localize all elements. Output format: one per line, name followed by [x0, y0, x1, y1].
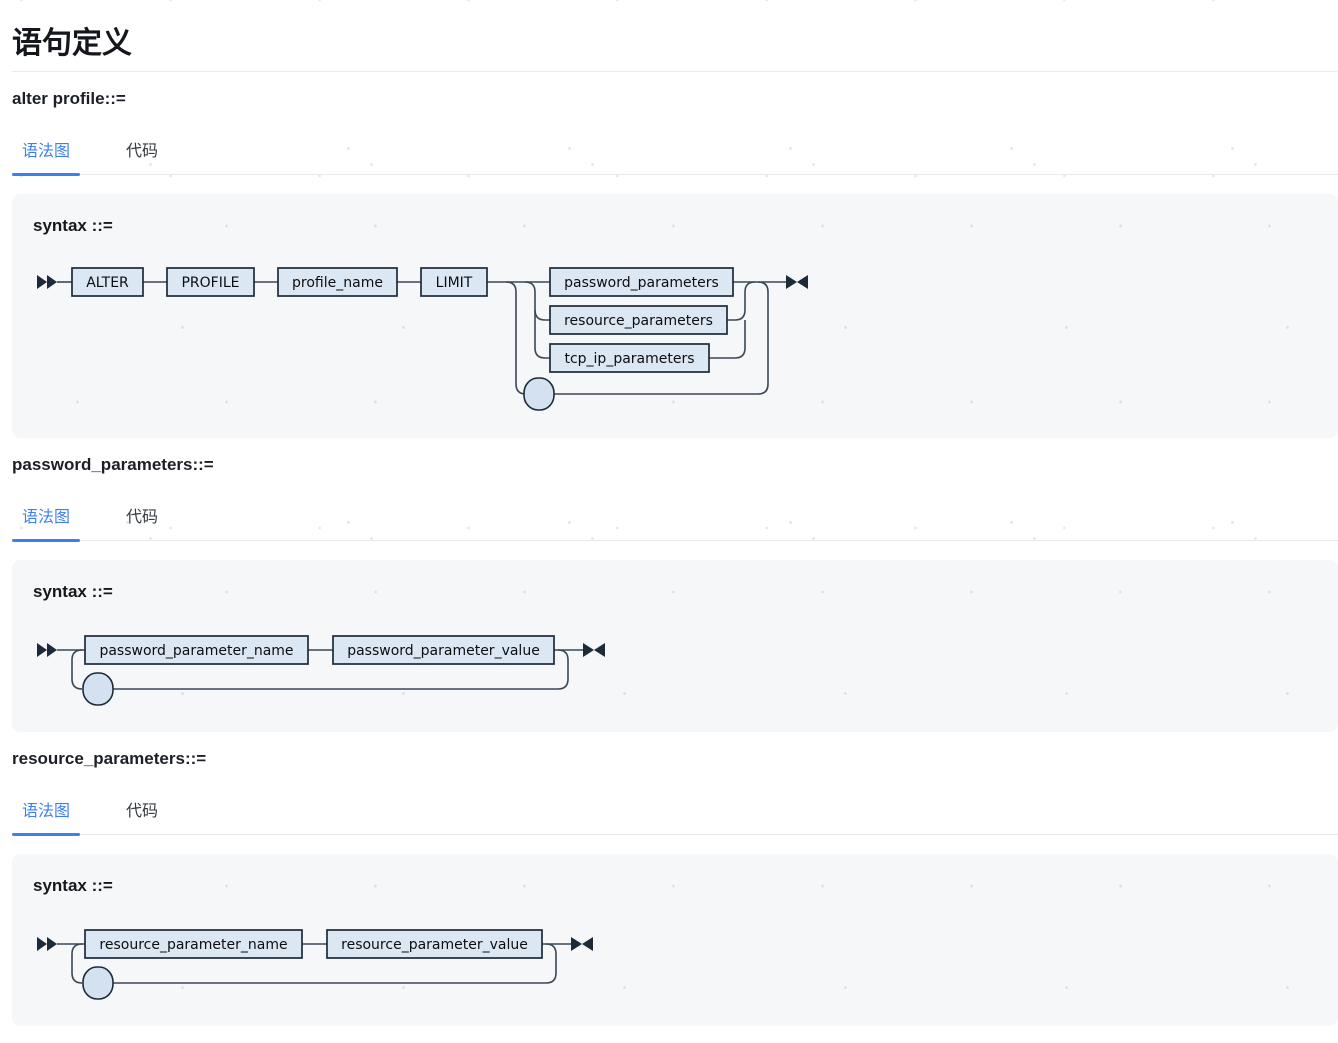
nonterminal-box-tcp_ip_parameters — [549, 343, 710, 373]
start-arrow-icon — [47, 643, 57, 657]
start-arrow-icon — [37, 937, 47, 951]
start-arrow-icon — [37, 275, 47, 289]
page-title: 语句定义 — [12, 18, 1338, 72]
syntax-panel: syntax ::=ALTER PROFILE profile_name LIMIT p… — [12, 194, 1338, 438]
node-label: password_parameter_value — [347, 643, 540, 659]
end-arrow-icon — [786, 275, 797, 289]
nonterminal-box-resource_parameters — [549, 305, 728, 335]
tab-syntax-diagram[interactable]: 语法图 — [12, 136, 81, 176]
start-arrow-icon — [37, 643, 47, 657]
railroad-diagram-svg: password_parameter_name password_paramete… — [37, 635, 605, 706]
tab-code[interactable]: 代码 — [126, 143, 159, 160]
node-label: resource_parameter_value — [341, 937, 528, 953]
node-label: password_parameter_name — [99, 643, 293, 659]
loop-separator-circle — [82, 672, 114, 706]
railroad-diagram-svg: ALTER PROFILE profile_name LIMIT password_pa… — [37, 267, 808, 411]
tab-syntax-diagram[interactable]: 语法图 — [12, 796, 81, 836]
syntax-label: syntax ::= — [33, 216, 113, 235]
node-label: password_parameters — [564, 275, 719, 291]
end-arrow-icon — [582, 937, 593, 951]
tab-bar: 语法图 代码 — [12, 136, 1338, 176]
railroad-diagram: password_parameter_name password_paramete… — [25, 618, 1338, 714]
node-label: resource_parameters — [564, 313, 713, 329]
node-label: LIMIT — [436, 275, 473, 291]
nonterminal-box-password_parameters — [549, 267, 734, 297]
statement-heading-3: resource_parameters::= — [12, 749, 207, 768]
railroad-diagram: ALTER PROFILE profile_name LIMIT password_pa… — [25, 252, 1338, 420]
tab-code[interactable]: 代码 — [126, 803, 159, 820]
keyword-box-LIMIT — [420, 267, 488, 297]
end-arrow-icon — [594, 643, 605, 657]
node-label: profile_name — [292, 275, 383, 291]
node-label: resource_parameter_name — [99, 937, 287, 953]
nonterminal-box-password_parameter_name — [84, 635, 309, 665]
node-label: tcp_ip_parameters — [564, 351, 694, 367]
statement-heading-2: password_parameters::= — [12, 455, 214, 474]
tab-bar: 语法图 代码 — [12, 502, 1338, 542]
start-arrow-icon — [47, 275, 57, 289]
railroad-diagram-svg: resource_parameter_name resource_paramete… — [37, 929, 593, 1000]
end-arrow-icon — [797, 275, 808, 289]
end-arrow-icon — [583, 643, 594, 657]
end-arrow-icon — [571, 937, 582, 951]
nonterminal-box-password_parameter_value — [332, 635, 555, 665]
railroad-diagram: resource_parameter_name resource_paramete… — [25, 912, 1338, 1008]
node-label: PROFILE — [181, 275, 239, 291]
statement-heading-1: alter profile::= — [12, 89, 126, 108]
syntax-label: syntax ::= — [33, 876, 113, 895]
keyword-box-PROFILE — [166, 267, 255, 297]
node-label: ALTER — [86, 275, 129, 291]
tab-bar: 语法图 代码 — [12, 796, 1338, 836]
nonterminal-box-resource_parameter_value — [326, 929, 543, 959]
syntax-label: syntax ::= — [33, 582, 113, 601]
keyword-box-ALTER — [71, 267, 144, 297]
start-arrow-icon — [47, 937, 57, 951]
loop-separator-circle — [82, 966, 114, 1000]
tab-code[interactable]: 代码 — [126, 509, 159, 526]
nonterminal-box-profile_name — [277, 267, 398, 297]
tab-syntax-diagram[interactable]: 语法图 — [12, 502, 81, 542]
loop-separator-circle — [523, 377, 555, 411]
nonterminal-box-resource_parameter_name — [84, 929, 303, 959]
